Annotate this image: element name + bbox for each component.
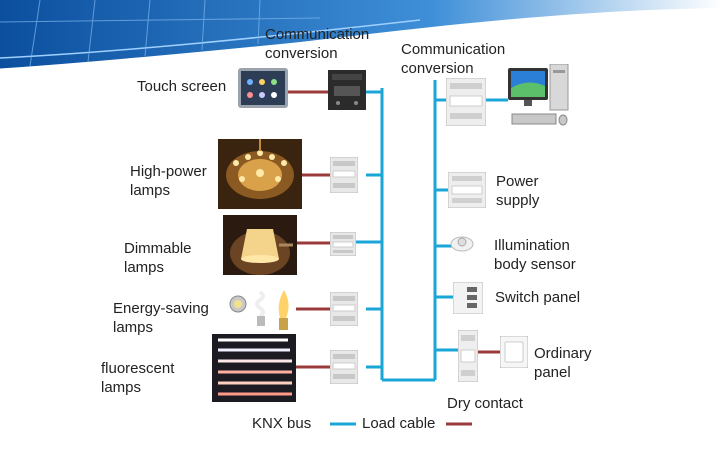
label-high-power-lamps: High-power lamps — [130, 163, 207, 199]
energy-saving-lamps-photo — [229, 290, 289, 330]
comm-gateway-module-icon — [446, 78, 486, 126]
chandelier-photo — [218, 139, 302, 209]
actuator-module-4 — [330, 350, 358, 384]
power-supply-module-icon — [448, 172, 486, 208]
legend-knx-bus-label: KNX bus — [252, 415, 312, 432]
label-power-supply: Power supply — [496, 173, 540, 209]
actuator-module-1 — [330, 157, 358, 193]
label-energy-saving-lamps: Energy-saving lamps — [113, 300, 209, 336]
dry-contact-module-icon — [458, 330, 478, 382]
label-dimmable-lamps: Dimmable lamps — [124, 240, 192, 276]
comm-module-icon — [328, 70, 366, 110]
actuator-module-2 — [330, 232, 356, 256]
label-switch-panel: Switch panel — [495, 289, 581, 306]
fluorescent-lamps-photo — [212, 334, 296, 402]
computer-icon — [508, 64, 569, 126]
header-banner — [0, 0, 722, 72]
label-touch-screen: Touch screen — [137, 78, 227, 95]
actuator-module-3 — [330, 292, 358, 326]
switch-panel-icon — [453, 282, 483, 314]
ordinary-panel-icon — [500, 336, 528, 368]
label-dry-contact: Dry contact — [447, 395, 523, 412]
illumination-sensor-icon — [450, 236, 474, 252]
label-illumination-body-sensor: Illumination body sensor — [494, 237, 576, 273]
label-ordinary-panel: Ordinary panel — [534, 345, 592, 381]
wall-lamp-photo — [223, 215, 297, 275]
label-fluorescent-lamps: fluorescent lamps — [101, 360, 175, 396]
label-comm-conversion-right: Communication conversion — [401, 41, 506, 77]
touch-screen-icon — [238, 68, 288, 108]
legend-load-cable-label: Load cable — [362, 415, 436, 432]
label-comm-conversion-left: Communication conversion — [265, 26, 370, 62]
